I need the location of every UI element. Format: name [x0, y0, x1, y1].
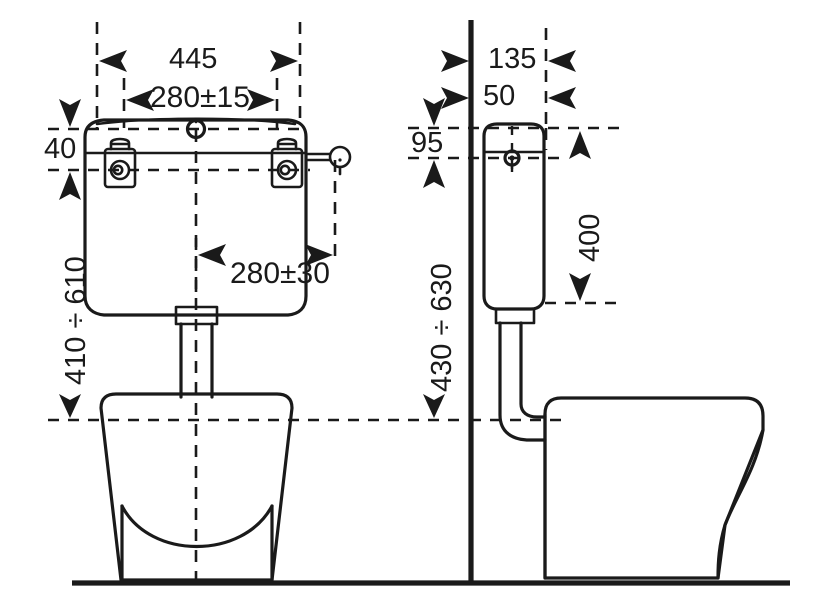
- side-wc-bowl: [543, 396, 765, 580]
- front-witness-lines: [95, 22, 302, 128]
- dim-arrow-280pm15: [126, 89, 275, 111]
- front-cistern-body: [83, 117, 308, 317]
- dim-arrow-40: [59, 99, 81, 200]
- side-level-lines: [408, 126, 625, 305]
- front-flush-button: [185, 118, 207, 140]
- dim-label-135: 135: [488, 43, 537, 75]
- front-water-inlet: [306, 145, 352, 176]
- front-fixing-bracket-left: [103, 137, 137, 189]
- dim-arrow-135: [441, 50, 576, 72]
- front-wc-bowl: [99, 392, 294, 582]
- dim-arrow-95: [423, 98, 445, 188]
- front-bowl-witness: [194, 160, 337, 300]
- front-fixing-bracket-right: [270, 137, 304, 189]
- dim-label-50: 50: [483, 80, 516, 112]
- dim-label-400: 400: [574, 213, 606, 262]
- dim-arrow-50: [441, 87, 576, 109]
- dim-arrow-280pm30: [198, 244, 333, 266]
- dim-label-95: 95: [411, 127, 444, 159]
- side-flush-pipe: [494, 307, 547, 442]
- dim-label-280-plus-minus-30: 280±30: [230, 257, 330, 290]
- front-flush-pipe: [174, 305, 219, 399]
- dim-label-280-plus-minus-15: 280±15: [150, 81, 250, 114]
- side-flush-valve: [503, 149, 521, 172]
- dim-label-430-630: 430 ÷ 630: [426, 263, 458, 392]
- dim-arrow-445: [99, 50, 298, 72]
- dim-arrow-430-630: [423, 394, 445, 418]
- front-level-lines: [48, 127, 310, 172]
- dim-label-40: 40: [44, 133, 77, 165]
- dim-label-445: 445: [169, 43, 218, 75]
- dim-arrow-410-610: [59, 394, 81, 418]
- dim-label-410-610: 410 ÷ 610: [60, 256, 92, 385]
- dim-arrow-400: [569, 131, 591, 301]
